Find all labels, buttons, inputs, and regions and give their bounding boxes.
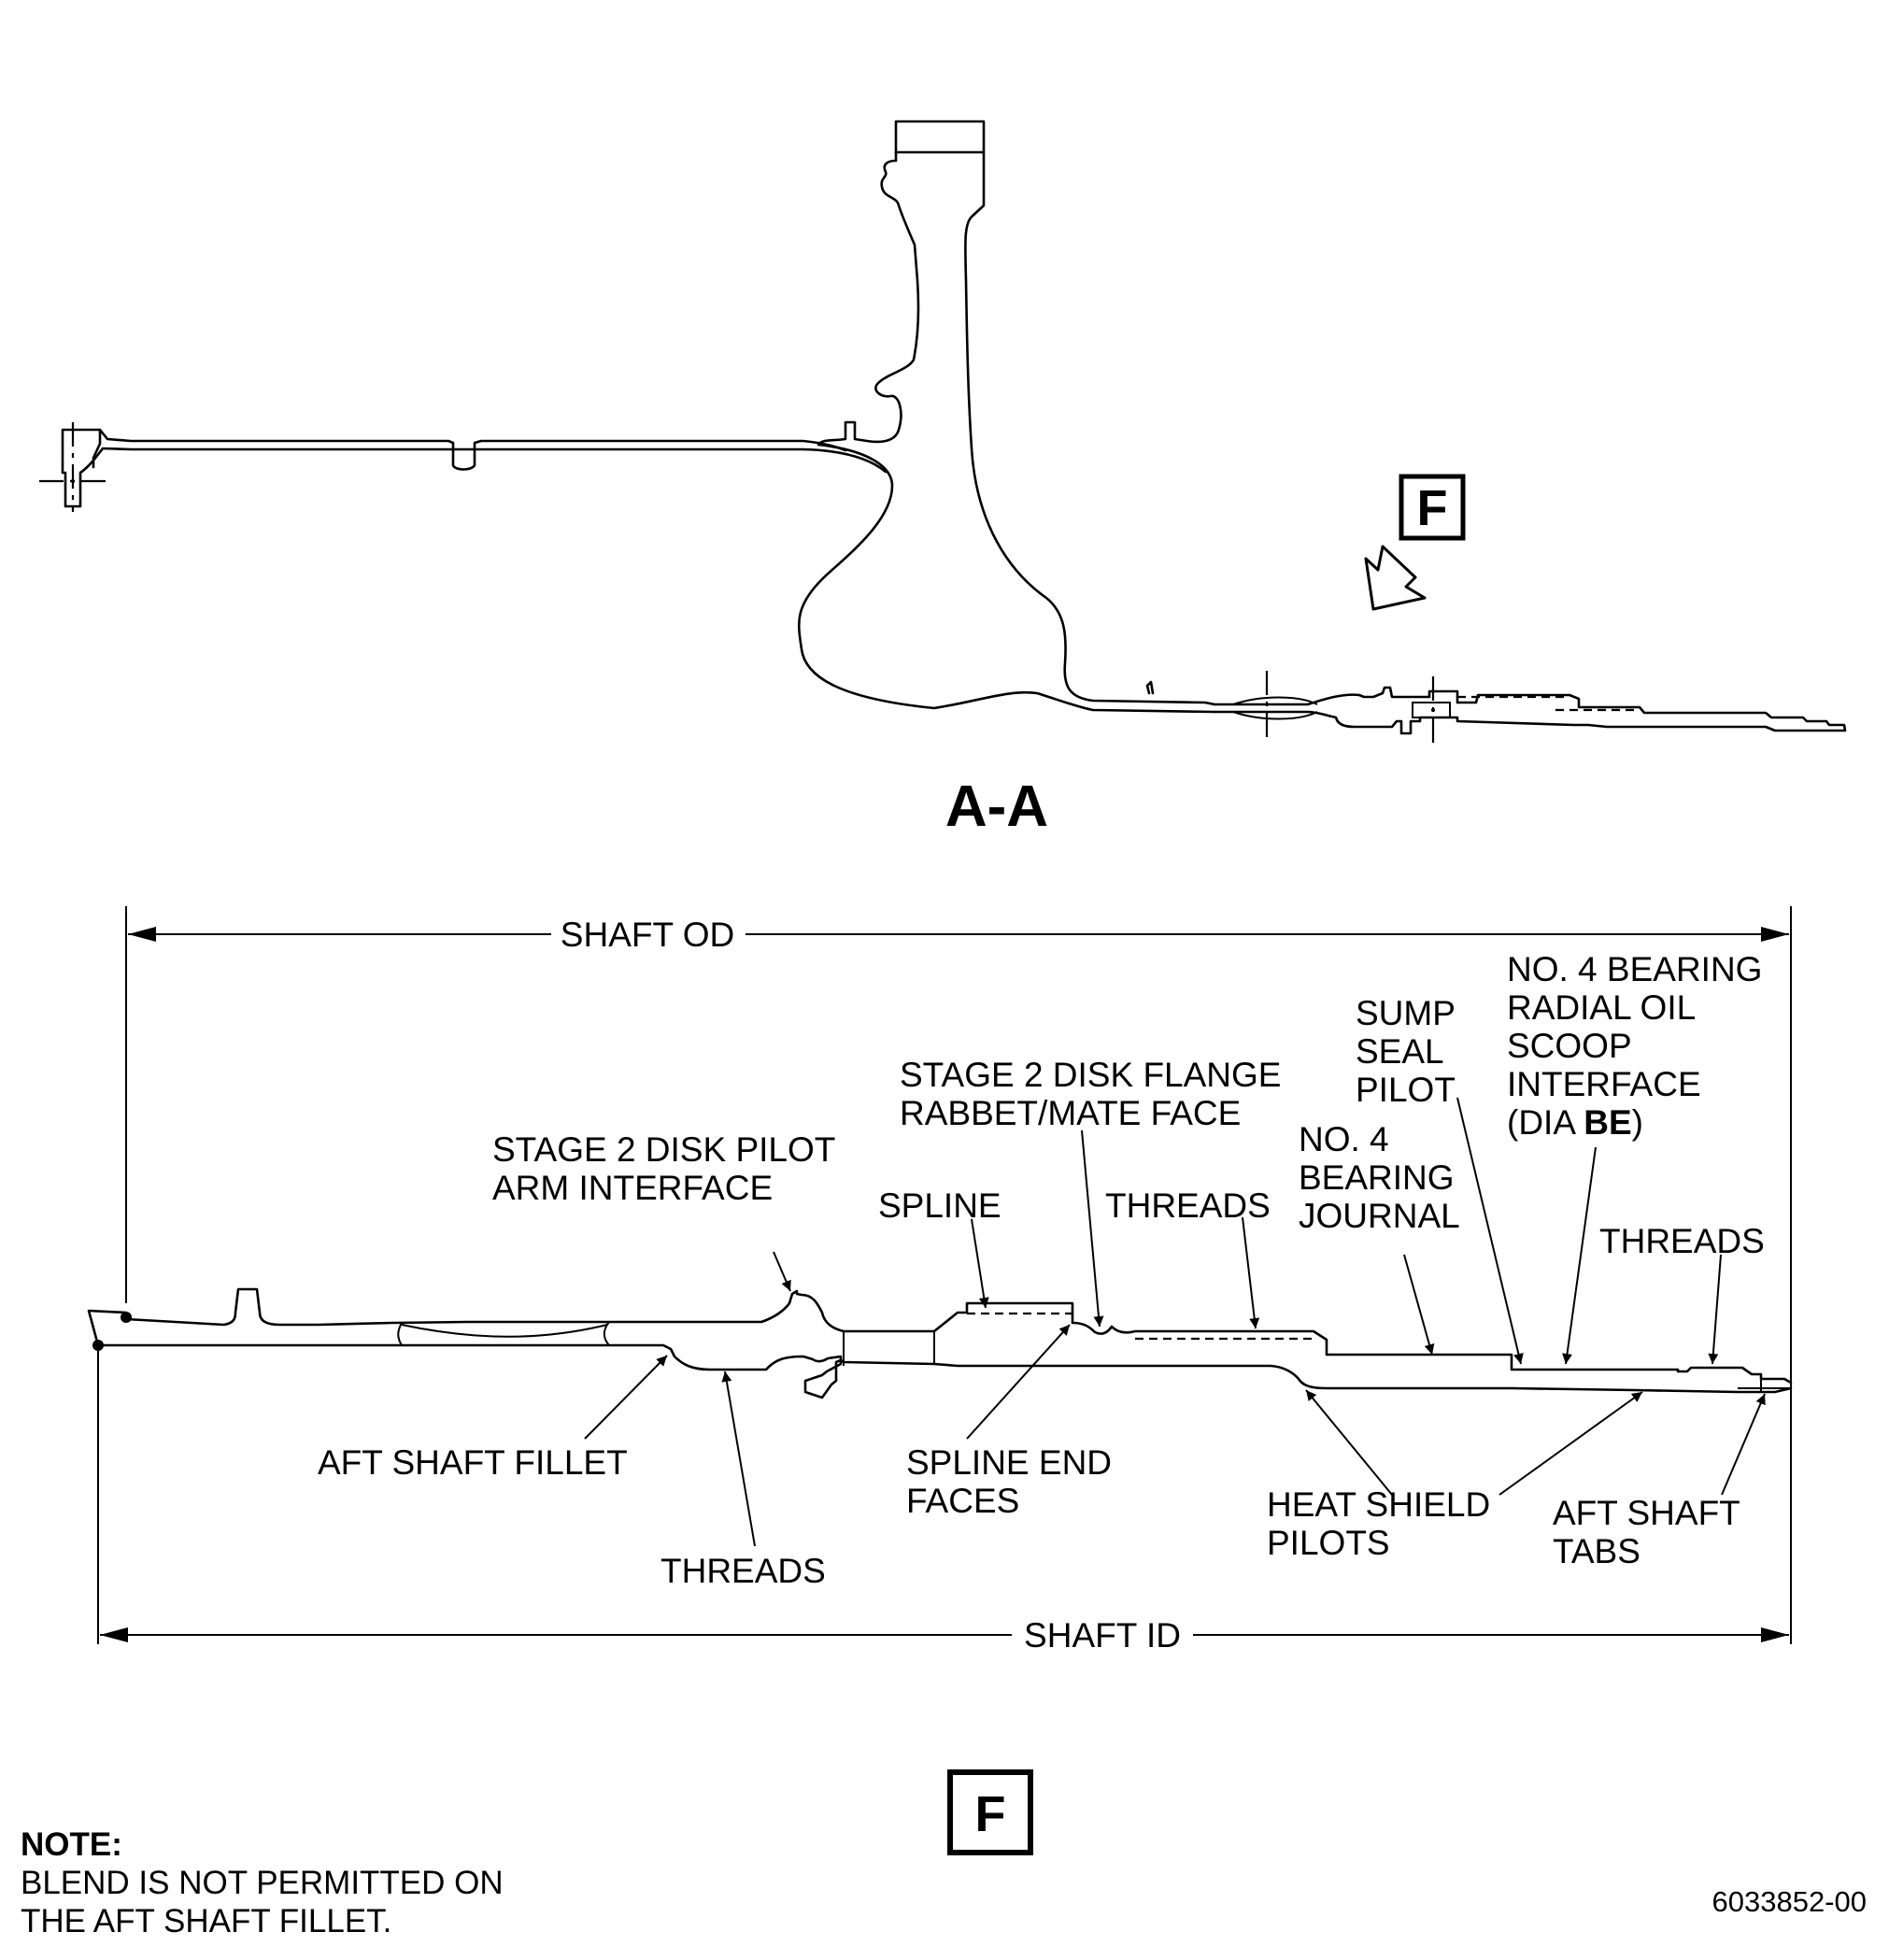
- detail-flag-label: F: [975, 1786, 1006, 1842]
- shaft-id-dimension: SHAFT ID: [1024, 1616, 1181, 1655]
- section-flag-box: [1399, 474, 1466, 541]
- note-line-2: THE AFT SHAFT FILLET.: [21, 1903, 391, 1939]
- note-block: NOTE: BLEND IS NOT PERMITTED ON THE AFT …: [21, 1826, 504, 1939]
- section-flag-label: F: [1417, 480, 1448, 536]
- callout-threads-upper: THREADS: [1105, 1186, 1271, 1225]
- callout-spline: SPLINE: [878, 1186, 1001, 1225]
- callout-no-4-bearing-journal: NO. 4 BEARING JOURNAL: [1299, 1120, 1464, 1235]
- callout-aft-shaft-fillet: AFT SHAFT FILLET: [318, 1443, 628, 1482]
- pilot-arm-lens: [397, 1321, 610, 1346]
- callout-heat-shield-pilots: HEAT SHIELD PILOTS: [1267, 1485, 1499, 1562]
- section-a-a-view: F A-A: [39, 120, 1847, 839]
- shaft-outer-profile: [87, 1287, 1793, 1385]
- callout-threads-right: THREADS: [1599, 1222, 1765, 1260]
- callout-oil-scoop-dia: (DIA BE): [1507, 1103, 1643, 1142]
- dia-code: BE: [1584, 1103, 1631, 1142]
- aft-tab-slot: [1738, 1379, 1791, 1392]
- aft-shaft-slot: [1412, 702, 1451, 718]
- figure-number: 6033852-00: [1712, 1885, 1868, 1918]
- section-title: A-A: [945, 774, 1048, 839]
- callout-aft-shaft-tabs: AFT SHAFT TABS: [1553, 1494, 1749, 1570]
- aft-shaft-spline-hidden: [1457, 695, 1640, 712]
- disk-rim-block: [894, 120, 986, 154]
- shaft-od-dimension: SHAFT OD: [561, 916, 734, 954]
- callout-threads-lower: THREADS: [660, 1552, 826, 1590]
- note-line-1: BLEND IS NOT PERMITTED ON: [21, 1865, 504, 1901]
- callout-leaders: [584, 1097, 1766, 1547]
- callout-no-4-bearing-radial-oil-scoop: NO. 4 BEARING RADIAL OIL SCOOP INTERFACE: [1507, 950, 1772, 1103]
- callout-stage-2-disk-flange-rabbet: STAGE 2 DISK FLANGE RABBET/MATE FACE: [900, 1056, 1291, 1132]
- callout-sump-seal-pilot: SUMP SEAL PILOT: [1356, 994, 1465, 1109]
- shaft-inner-profile: [96, 1343, 1793, 1399]
- detail-flag-box: [947, 1769, 1033, 1855]
- detail-f-view: SHAFT OD SHAFT ID: [87, 906, 1793, 1855]
- dimension-extension-lines: [97, 906, 1792, 1644]
- spline-shoulder-lines: [843, 1331, 935, 1366]
- aft-shaft-outline: [1145, 680, 1847, 735]
- note-heading: NOTE:: [21, 1826, 122, 1863]
- callout-stage-2-disk-pilot-arm-interface: STAGE 2 DISK PILOT ARM INTERFACE: [492, 1130, 845, 1207]
- view-direction-arrow-icon: [1364, 545, 1427, 611]
- section-centerlines: [39, 422, 1435, 744]
- forward-shaft-arm: [61, 428, 888, 508]
- stage-2-disk-outline: [798, 150, 1216, 714]
- callout-spline-end-faces: SPLINE END FACES: [906, 1443, 1121, 1520]
- aft-shaft-pilot-lens: [1232, 696, 1318, 720]
